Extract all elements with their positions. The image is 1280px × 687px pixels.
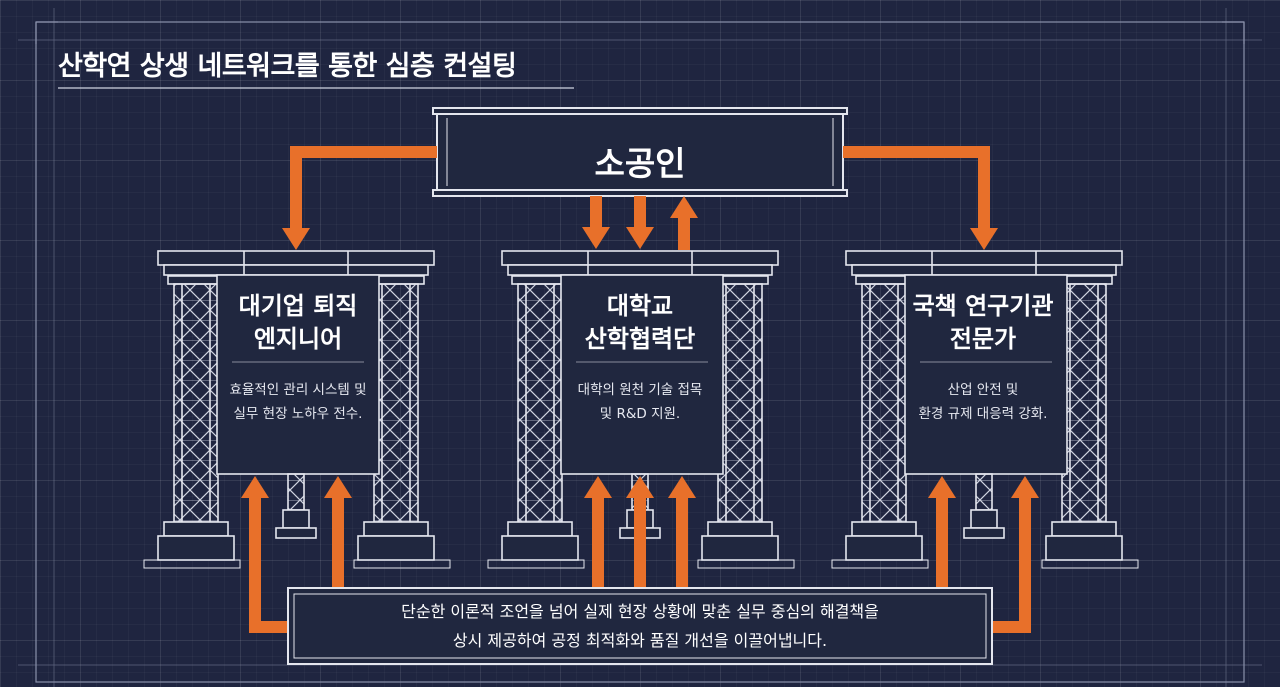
column-1-desc: 효율적인 관리 시스템 및 실무 현장 노하우 전수.	[217, 378, 379, 426]
bottom-node-box	[287, 587, 993, 665]
column-3-desc-line2: 환경 규제 대응력 강화.	[918, 406, 1048, 422]
vertical-arrow-head-7	[626, 476, 654, 498]
connector-arrow-head-2	[970, 228, 998, 250]
top-node-label: 소공인	[594, 144, 686, 183]
vertical-arrow-head-3	[582, 227, 610, 249]
gate-structure-2	[487, 250, 795, 569]
column-1-title: 대기업 퇴직 엔지니어	[217, 290, 379, 356]
connector-arrow-1	[290, 146, 437, 230]
column-1-desc-line1: 효율적인 관리 시스템 및	[229, 382, 367, 398]
column-1-desc-line2: 실무 현장 노하우 전수.	[233, 406, 363, 422]
bottom-node-line1: 단순한 이론적 조언을 넘어 실제 현장 상황에 맞춘 실무 중심의 해결책을	[401, 602, 879, 621]
gate-structure-3	[831, 250, 1139, 569]
vertical-arrow-head-8	[668, 476, 696, 498]
page-title: 산학연 상생 네트워크를 통한 심층 컨설팅	[58, 51, 517, 82]
gate-structure-1	[143, 250, 451, 569]
connector-arrow-head-1	[282, 228, 310, 250]
column-2-title: 대학교 산학협력단	[561, 290, 719, 356]
column-2-desc-line2: 및 R&D 지원.	[599, 406, 681, 422]
feedback-arrow-head-10	[324, 476, 352, 498]
bottom-node-text: 단순한 이론적 조언을 넘어 실제 현장 상황에 맞춘 실무 중심의 해결책을 …	[290, 597, 990, 655]
column-2-title-line1: 대학교	[606, 292, 674, 320]
feedback-arrow-head-12	[1011, 476, 1039, 498]
connector-arrow-2	[843, 146, 990, 230]
column-1-title-line1: 대기업 퇴직	[238, 292, 358, 320]
feedback-arrow-head-9	[241, 476, 269, 498]
column-3-desc-line1: 산업 안전 및	[947, 382, 1019, 398]
column-2-desc: 대학의 원천 기술 접목 및 R&D 지원.	[561, 378, 719, 426]
column-3-title: 국책 연구기관 전문가	[904, 290, 1062, 356]
column-2-desc-line1: 대학의 원천 기술 접목	[577, 382, 703, 398]
feedback-arrow-12	[992, 498, 1031, 633]
bottom-node-line2: 상시 제공하여 공정 최적화와 품질 개선을 이끌어냅니다.	[452, 631, 828, 650]
vertical-arrow-head-6	[584, 476, 612, 498]
feedback-arrow-head-11	[928, 476, 956, 498]
column-2-title-line2: 산학협력단	[584, 325, 696, 353]
column-3-title-line2: 전문가	[949, 325, 1017, 353]
column-1-title-line2: 엔지니어	[253, 325, 343, 353]
column-3-title-line1: 국책 연구기관	[912, 292, 1054, 320]
vertical-arrow-head-4	[626, 227, 654, 249]
column-3-desc: 산업 안전 및 환경 규제 대응력 강화.	[904, 378, 1062, 426]
feedback-arrow-9	[249, 498, 288, 633]
vertical-arrow-head-5	[670, 196, 698, 218]
